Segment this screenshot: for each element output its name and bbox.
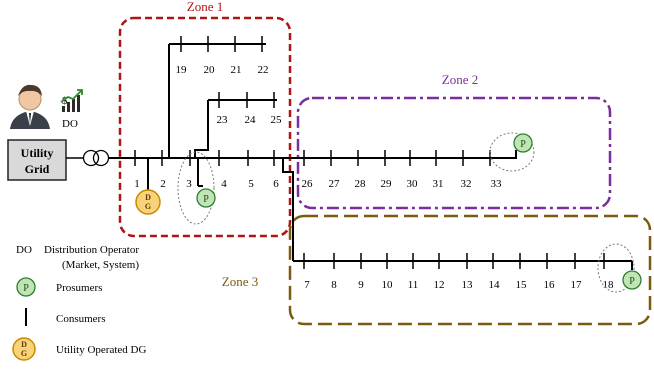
- bus-label-25: 25: [271, 114, 283, 126]
- zone-3-box: [288, 214, 652, 326]
- bus-label-4: 4: [221, 178, 227, 190]
- bus-label-2: 2: [160, 178, 166, 190]
- bus-label-11: 11: [408, 279, 419, 291]
- legend-prosumers-label: Prosumers: [56, 282, 102, 294]
- bus-label-18: 18: [603, 279, 615, 291]
- bus-label-32: 32: [461, 178, 472, 190]
- svg-text:$: $: [62, 95, 68, 107]
- legend-do-description: Distribution Operator: [44, 244, 139, 256]
- dg-icon-bus-1: D G: [135, 189, 161, 215]
- bus-label-26: 26: [302, 178, 314, 190]
- bus-label-1: 1: [134, 178, 140, 190]
- bus-label-21: 21: [231, 64, 242, 76]
- bus-label-3: 3: [186, 178, 192, 190]
- operator-label: DO: [62, 118, 78, 130]
- svg-text:D: D: [21, 340, 27, 349]
- bus-label-29: 29: [381, 178, 393, 190]
- utility-grid-label-line2: Grid: [25, 162, 50, 176]
- bus-label-33: 33: [491, 178, 503, 190]
- branch-7-18-ticks: [303, 253, 605, 269]
- bus-label-5: 5: [248, 178, 254, 190]
- prosumer-icon-bus-3: P: [196, 188, 216, 208]
- transformer-icon: [82, 149, 110, 167]
- zone-3-label: Zone 3: [222, 274, 258, 289]
- bus-label-10: 10: [382, 279, 394, 291]
- bus-label-7: 7: [304, 279, 310, 291]
- branch-7-18-connector: [282, 158, 294, 261]
- bus-label-12: 12: [434, 279, 445, 291]
- legend-dg-label: Utility Operated DG: [56, 344, 146, 356]
- legend-prosumer-icon: P: [16, 277, 36, 297]
- branch-19-22-ticks: [180, 36, 263, 52]
- bus-label-23: 23: [217, 114, 229, 126]
- svg-text:P: P: [520, 139, 526, 150]
- utility-grid-box: [7, 139, 67, 181]
- bus-label-13: 13: [462, 279, 474, 291]
- bus-label-9: 9: [358, 279, 364, 291]
- zone-2-box: [296, 96, 612, 210]
- prosumer-icon-bus-18: P: [622, 270, 642, 290]
- zone-2-label: Zone 2: [442, 72, 478, 87]
- branch-26-33-ticks: [303, 150, 491, 166]
- svg-text:G: G: [21, 349, 27, 358]
- bus-label-16: 16: [544, 279, 556, 291]
- utility-grid-label-line1: Utility: [21, 146, 54, 160]
- bus-label-15: 15: [516, 279, 528, 291]
- bus-label-8: 8: [331, 279, 337, 291]
- branch-19-22-connector: [162, 44, 170, 159]
- svg-text:D: D: [145, 193, 151, 202]
- bus-label-28: 28: [355, 178, 367, 190]
- operator-person-icon: [10, 84, 50, 129]
- bus-label-6: 6: [273, 178, 279, 190]
- svg-text:G: G: [145, 202, 151, 211]
- svg-text:P: P: [629, 276, 635, 287]
- market-chart-icon: $: [60, 89, 83, 112]
- legend-consumers-label: Consumers: [56, 313, 106, 325]
- svg-text:P: P: [23, 283, 29, 294]
- bus-label-24: 24: [245, 114, 257, 126]
- bus-label-20: 20: [204, 64, 216, 76]
- branch-23-25-ticks: [218, 92, 275, 108]
- bus-label-17: 17: [571, 279, 583, 291]
- bus-label-27: 27: [329, 178, 341, 190]
- bus-33-prosumer-highlight: [489, 132, 535, 172]
- prosumer-icon-bus-33: P: [513, 133, 533, 153]
- bus-label-30: 30: [407, 178, 419, 190]
- bus-label-31: 31: [433, 178, 444, 190]
- bus-label-19: 19: [176, 64, 188, 76]
- svg-text:P: P: [203, 194, 209, 205]
- zone-1-label: Zone 1: [187, 0, 223, 14]
- legend-dg-icon: D G: [12, 337, 36, 361]
- legend-do-abbr: DO: [16, 244, 32, 256]
- bus-label-14: 14: [489, 279, 501, 291]
- bus-18-prosumer-highlight: [597, 243, 635, 293]
- zone-1-box: [118, 16, 292, 238]
- bus-3-prosumer-highlight: [177, 151, 215, 225]
- branch-23-25-connector: [194, 100, 209, 158]
- bus-label-22: 22: [258, 64, 269, 76]
- legend-do-subtext: (Market, System): [62, 259, 139, 271]
- legend: DO Distribution Operator (Market, System…: [12, 244, 146, 361]
